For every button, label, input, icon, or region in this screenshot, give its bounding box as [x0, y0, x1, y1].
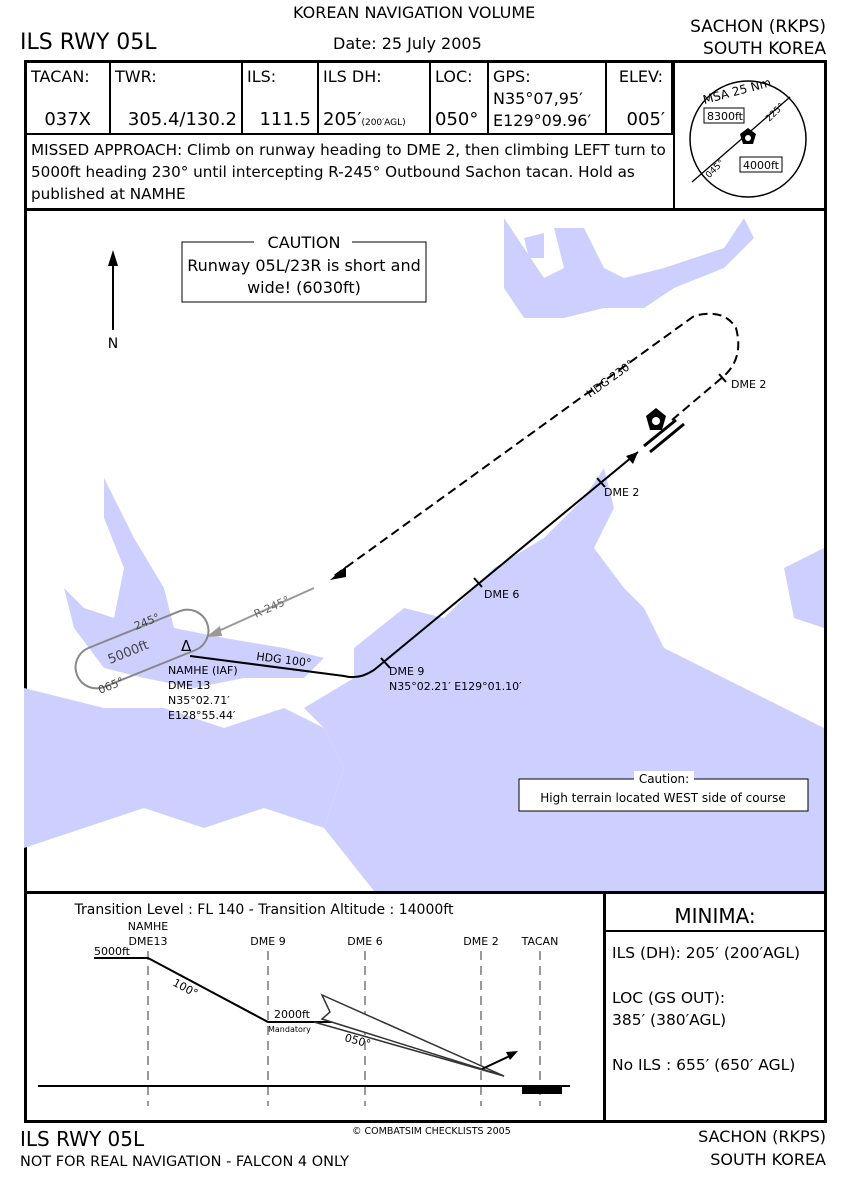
dme2-label: DME 2 — [604, 486, 639, 499]
tacan-cell: TACAN: 037X — [27, 63, 111, 135]
minima-panel: MINIMA: ILS (DH): 205′ (200′AGL) LOC (GS… — [603, 891, 827, 1123]
caution-box — [181, 241, 427, 303]
msa-circle — [689, 80, 807, 198]
fix-namhe: NAMHE — [128, 920, 169, 933]
descent-profile — [94, 957, 344, 1023]
msa-sector1-box — [703, 107, 745, 124]
airport-name: SACHON (RKPS) — [690, 17, 826, 37]
gps-cell: GPS: N35°07,95′ E129°09.96′ — [489, 63, 607, 135]
holding-pattern — [74, 608, 210, 690]
caution-title: CAUTION — [268, 233, 341, 252]
transition-info: Transition Level : FL 140 - Transition A… — [74, 902, 454, 918]
caution-text-1: Runway 05L/23R is short and — [187, 256, 421, 275]
gps-lat: N35°07,95′ — [493, 89, 583, 108]
ils-value: 111.5 — [259, 109, 311, 130]
north-arrow-icon — [108, 250, 118, 330]
msa-radial2: 045° — [704, 158, 726, 180]
mandatory-label: Mandatory — [268, 1025, 311, 1034]
dme2-missed-label: DME 2 — [731, 378, 766, 391]
footer-country: SOUTH KOREA — [710, 1150, 826, 1169]
alt-5000: 5000ft — [94, 945, 131, 958]
dme6-label: DME 6 — [484, 588, 519, 601]
glideslope-icon — [320, 993, 505, 1077]
namhe-lat: N35°02.71′ — [168, 694, 230, 707]
minima-no-ils: No ILS : 655′ (650′ AGL) — [612, 1056, 796, 1074]
tacan-value: 037X — [44, 109, 91, 130]
minima-ils: ILS (DH): 205′ (200′AGL) — [612, 944, 801, 962]
divider — [673, 63, 675, 208]
tacan-label: TACAN: — [31, 67, 90, 86]
ils-cell: ILS: 111.5 — [243, 63, 319, 135]
footer-disclaimer: NOT FOR REAL NAVIGATION - FALCON 4 ONLY — [20, 1154, 350, 1170]
info-panel: TACAN: 037X TWR: 305.4/130.2 ILS: 111.5 … — [24, 60, 827, 211]
ils-dh-label: ILS DH: — [323, 67, 382, 86]
missed-climb-arrow — [481, 1054, 513, 1070]
gps-lon: E129°09.96′ — [493, 111, 592, 130]
ils-dh-value: 205′ — [323, 109, 362, 130]
ils-dh-note: (200′AGL) — [361, 118, 406, 128]
minima-title: MINIMA: — [606, 894, 824, 932]
fix-dme9: DME 9 — [250, 935, 285, 948]
minima-loc-label: LOC (GS OUT): — [612, 989, 726, 1007]
elev-label: ELEV: — [618, 67, 663, 86]
loc-label: LOC: — [435, 67, 473, 86]
tower-cell: TWR: 305.4/130.2 — [111, 63, 243, 135]
footer-procedure: ILS RWY 05L — [20, 1127, 145, 1151]
alt-2000: 2000ft — [274, 1008, 311, 1021]
elev-cell: ELEV: 005′ — [607, 63, 673, 135]
copyright: © COMBATSIM CHECKLISTS 2005 — [352, 1126, 511, 1137]
msa-sector2-box — [739, 156, 783, 173]
msa-sector2: 4000ft — [743, 159, 780, 172]
tacan-station-icon — [646, 408, 666, 430]
radial-245-line — [213, 587, 315, 634]
elev-value: 005′ — [626, 109, 665, 130]
fix-dme13: DME13 — [129, 935, 168, 948]
plan-view-map: CAUTION Runway 05L/23R is short and wide… — [24, 208, 827, 894]
namhe-lon: E128°55.44′ — [168, 709, 236, 722]
fix-tacan: TACAN — [521, 935, 559, 948]
msa-sector-line — [691, 96, 791, 183]
msa-radial1: 225° — [764, 102, 786, 124]
ils-label: ILS: — [247, 67, 277, 86]
fix-dme6: DME 6 — [347, 935, 382, 948]
msa-diagram: MSA 25 Nm 8300ft 4000ft 225° 045° — [689, 75, 807, 198]
procedure-title: ILS RWY 05L — [20, 30, 157, 55]
approach-course — [189, 451, 639, 679]
terrain-caution-title: Caution: — [639, 772, 689, 786]
north-label: N — [108, 336, 118, 352]
dme9-label: DME 9 — [389, 665, 424, 678]
fix-dme2: DME 2 — [463, 935, 498, 948]
chart-date: Date: 25 July 2005 — [333, 34, 482, 53]
tower-value: 305.4/130.2 — [127, 109, 237, 130]
dme9-coords: N35°02.21′ E129°01.10′ — [389, 680, 522, 693]
footer-airport: SACHON (RKPS) — [698, 1127, 826, 1146]
namhe-label: NAMHE (IAF) — [168, 664, 238, 677]
msa-title: MSA 25 Nm — [701, 75, 772, 107]
tower-label: TWR: — [115, 67, 157, 86]
msa-sector1: 8300ft — [707, 110, 744, 123]
namhe-fix-icon: Δ — [181, 637, 192, 655]
country-name: SOUTH KOREA — [703, 39, 826, 59]
profile-view: Transition Level : FL 140 - Transition A… — [24, 891, 606, 1123]
minima-loc: 385′ (380′AGL) — [612, 1011, 727, 1029]
gps-label: GPS: — [493, 67, 531, 86]
terrain-caution-text: High terrain located WEST side of course — [540, 791, 786, 805]
missed-approach-path — [333, 312, 740, 577]
ils-dh-cell: ILS DH: 205′(200′AGL) — [319, 63, 431, 135]
tacan-icon — [740, 128, 756, 144]
volume-title: KOREAN NAVIGATION VOLUME — [293, 3, 536, 22]
runway-profile — [522, 1086, 562, 1094]
namhe-dme: DME 13 — [168, 679, 210, 692]
runway-icon — [643, 418, 685, 454]
caution-text-2: wide! (6030ft) — [247, 278, 361, 297]
loc-cell: LOC: 050° — [431, 63, 489, 135]
missed-approach-text: MISSED APPROACH: Climb on runway heading… — [31, 141, 666, 203]
loc-value: 050° — [435, 109, 479, 130]
